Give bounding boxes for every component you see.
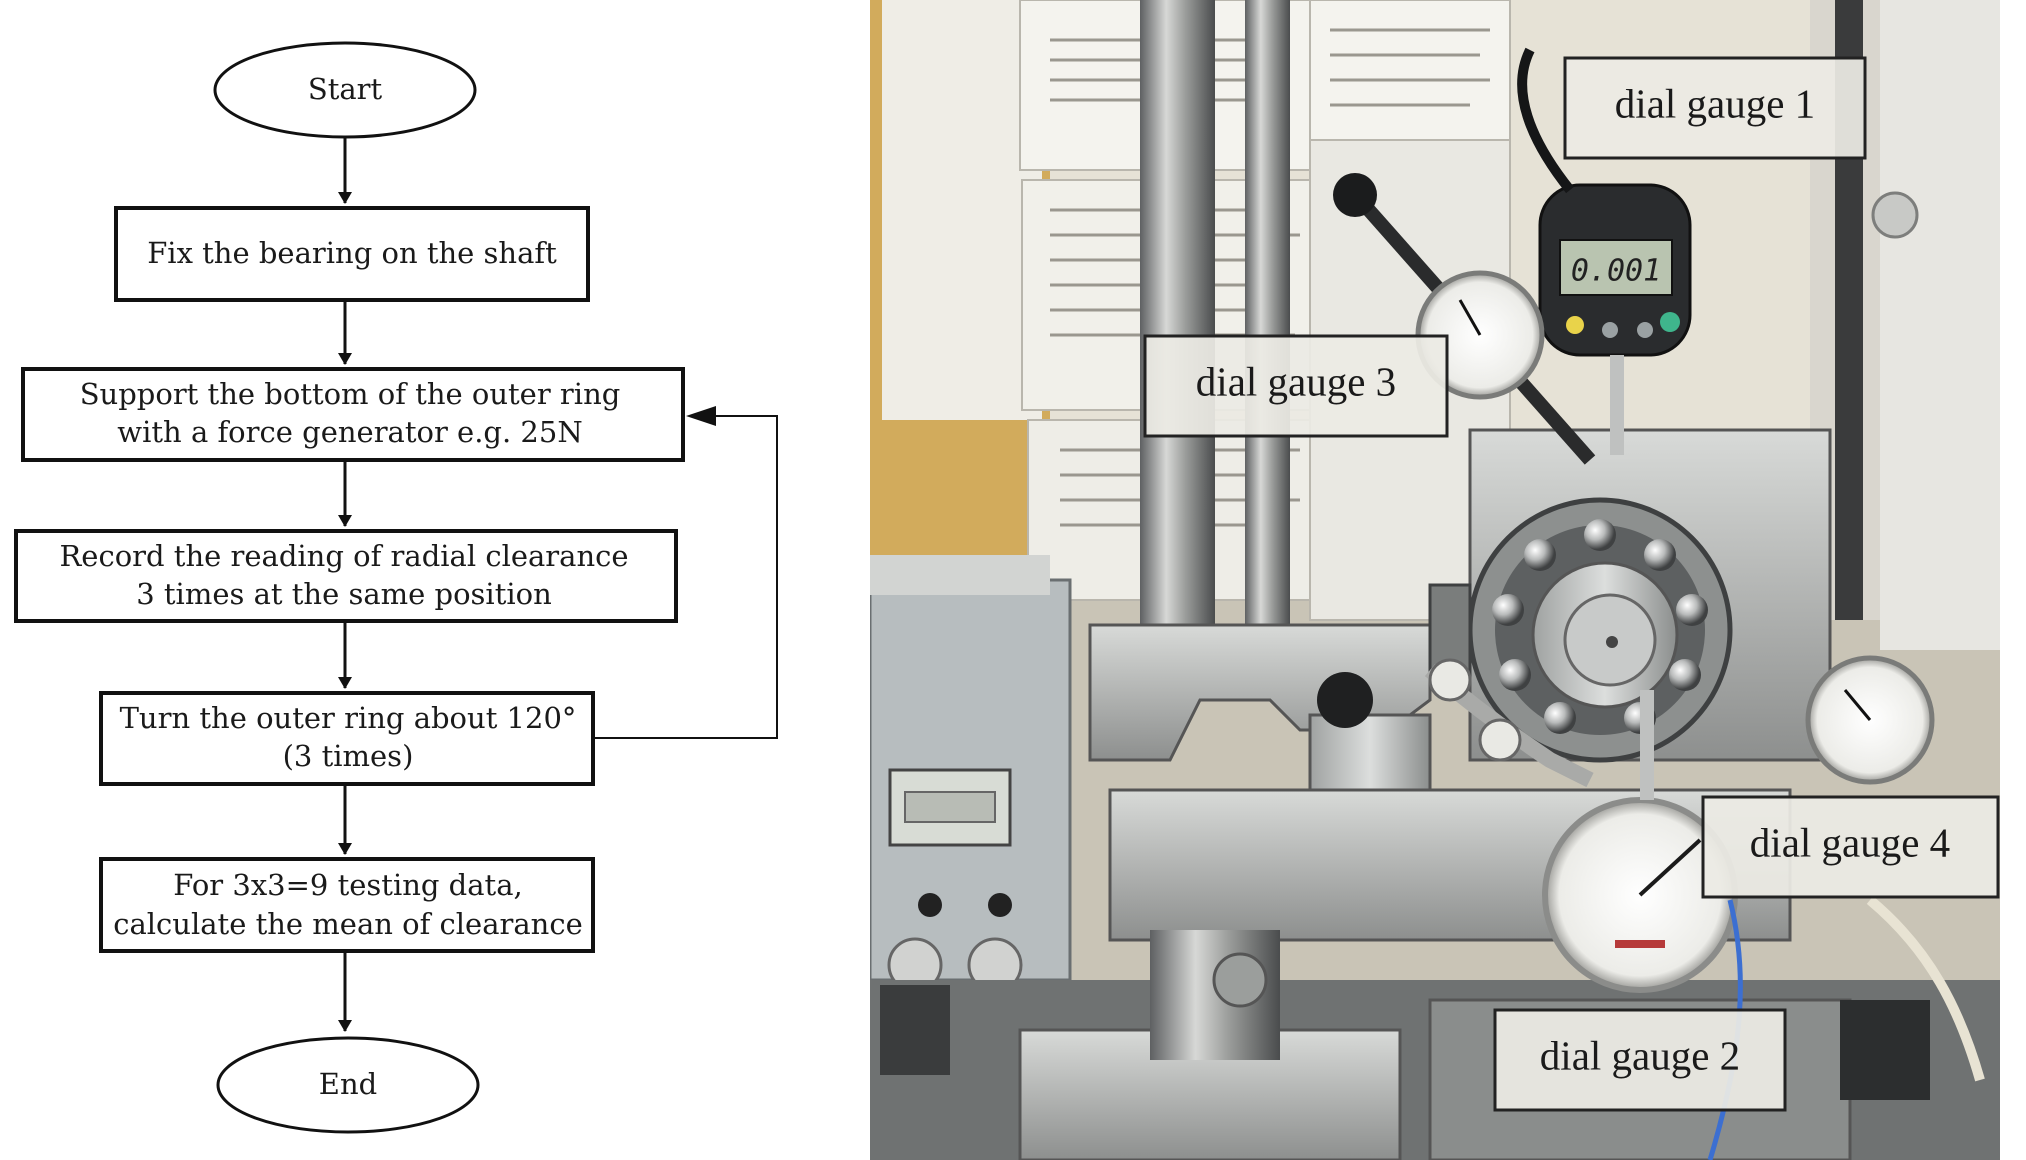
gauge3-arm-knob xyxy=(1333,173,1377,217)
step-record-line-1: Record the reading of radial clearance xyxy=(59,539,628,573)
step-support-line-1: Support the bottom of the outer ring xyxy=(80,377,621,411)
poster-4 xyxy=(1310,0,1510,150)
step-record-line-2: 3 times at the same position xyxy=(136,577,552,611)
step-turn-line-1: Turn the outer ring about 120° xyxy=(120,701,577,735)
label-dial-gauge-1: dial gauge 1 xyxy=(1565,58,1865,158)
indicator-button-3 xyxy=(1637,322,1653,338)
indicator-button-4 xyxy=(1660,312,1680,332)
gauge2-stem xyxy=(1640,690,1654,800)
digital-indicator-readout: 0.001 xyxy=(1571,254,1661,289)
gauge2-red-mark xyxy=(1615,940,1665,948)
label-dial-gauge-4: dial gauge 4 xyxy=(1703,797,1998,897)
end-label: End xyxy=(319,1067,377,1101)
step-calculate-line-1: For 3x3=9 testing data, xyxy=(173,868,522,902)
gauge2-holder-joint-2 xyxy=(1480,720,1520,760)
step-support-line-2: with a force generator e.g. 25N xyxy=(117,415,582,449)
bolt-head xyxy=(1214,954,1266,1006)
hex-nut-left xyxy=(880,985,950,1075)
gauge2-holder-joint-1 xyxy=(1430,660,1470,700)
test-rig-photo: 0.001 dial gauge 1 dial gauge 3 dial gau… xyxy=(870,0,2000,1160)
psu-jack-1 xyxy=(918,893,942,917)
psu-digits xyxy=(905,792,995,822)
shaft-center xyxy=(1606,636,1618,648)
indicator-button-2 xyxy=(1602,322,1618,338)
step-turn-line-2: (3 times) xyxy=(283,739,414,773)
door-panel xyxy=(1880,0,2000,650)
label-dial-gauge-2: dial gauge 2 xyxy=(1495,1010,1785,1110)
indicator-stem xyxy=(1610,355,1624,455)
flowchart: Start Fix the bearing on the shaft Suppo… xyxy=(0,0,870,1160)
start-label: Start xyxy=(308,72,383,106)
pillar-left xyxy=(1140,0,1215,650)
loop-back-arrowhead xyxy=(686,406,716,426)
indicator-button-1 xyxy=(1566,316,1584,334)
pillar-right xyxy=(1245,0,1290,650)
psu-jack-2 xyxy=(988,893,1012,917)
door-knob xyxy=(1873,193,1917,237)
label-dial-gauge-3: dial gauge 3 xyxy=(1145,336,1447,436)
label-dial-gauge-4-text: dial gauge 4 xyxy=(1750,819,1950,865)
power-supply-top xyxy=(870,555,1050,595)
hex-nut-right xyxy=(1840,1000,1930,1100)
step-calculate-line-2: calculate the mean of clearance xyxy=(113,907,583,941)
label-dial-gauge-1-text: dial gauge 1 xyxy=(1615,80,1815,126)
locking-knob xyxy=(1317,672,1373,728)
step-fix-bearing-text: Fix the bearing on the shaft xyxy=(147,236,557,270)
label-dial-gauge-2-text: dial gauge 2 xyxy=(1540,1032,1740,1078)
label-dial-gauge-3-text: dial gauge 3 xyxy=(1196,358,1396,404)
white-board xyxy=(882,0,1042,420)
